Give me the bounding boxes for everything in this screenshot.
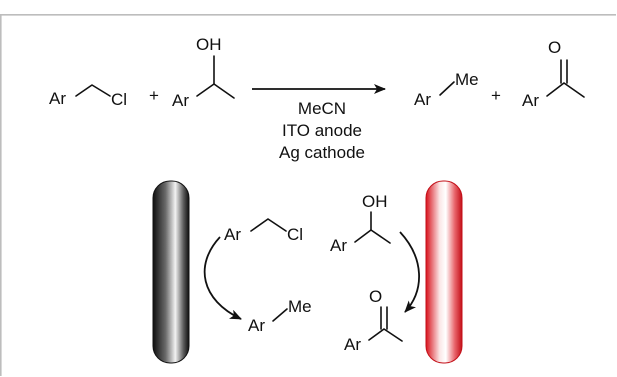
anode-oxidation-arrow (399, 231, 420, 313)
reactant-secondary-alcohol: OH Ar (172, 35, 235, 110)
anode-substrate: OH Ar (330, 192, 391, 255)
product-ketone: O Ar (522, 38, 585, 110)
cs-chlorine-label: Cl (287, 225, 303, 244)
cathode-product: Ar Me (248, 297, 312, 335)
p1-aryl-label: Ar (414, 90, 431, 109)
p1-methyl-label: Me (455, 70, 479, 89)
condition-anode: ITO anode (282, 121, 362, 140)
frame-border (0, 14, 616, 376)
p2-aryl-label: Ar (522, 91, 539, 110)
ap-aryl-label: Ar (344, 335, 361, 354)
r2-hydroxyl-label: OH (196, 35, 222, 54)
r1-aryl-label: Ar (49, 89, 66, 108)
cs-aryl-label: Ar (224, 225, 241, 244)
as-hydroxyl-label: OH (362, 192, 388, 211)
cathode-reduction-arrow (203, 236, 242, 320)
condition-solvent: MeCN (298, 99, 346, 118)
plus-sign-2: + (491, 86, 501, 105)
product-toluene-derivative: Ar Me (414, 70, 479, 109)
cp-aryl-label: Ar (248, 316, 265, 335)
cp-methyl-label: Me (288, 297, 312, 316)
r2-aryl-label: Ar (172, 91, 189, 110)
red-electrode (425, 180, 463, 364)
p2-oxygen-label: O (548, 38, 561, 57)
ap-oxygen-label: O (369, 287, 382, 306)
grey-electrode (152, 180, 190, 364)
as-aryl-label: Ar (330, 236, 347, 255)
condition-cathode: Ag cathode (279, 143, 365, 162)
anode-product: O Ar (344, 287, 403, 354)
plus-sign-1: + (149, 86, 159, 105)
cathode-substrate: Ar Cl (224, 218, 303, 244)
reactant-benzyl-chloride: Ar Cl (49, 84, 127, 109)
r1-chlorine-label: Cl (111, 90, 127, 109)
